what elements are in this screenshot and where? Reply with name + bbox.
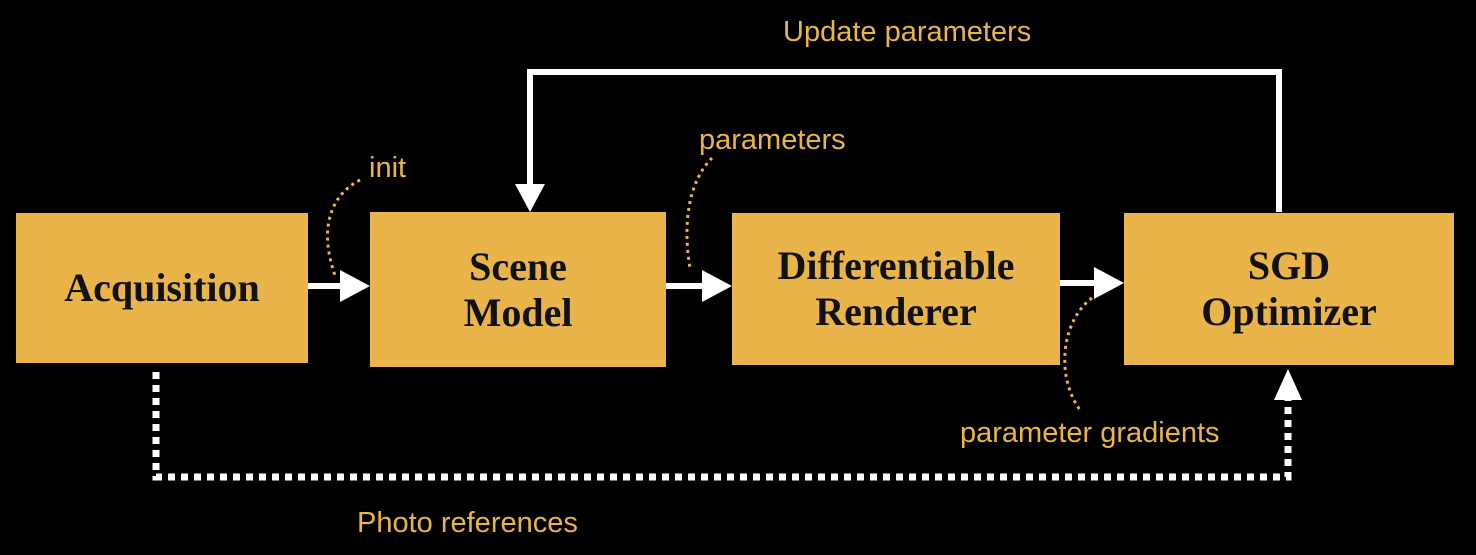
differentiable-renderer-box: Differentiable Renderer [732, 213, 1060, 365]
scene-model-label: Scene Model [463, 243, 573, 335]
arrowhead-optimizer [1094, 267, 1124, 299]
sgd-optimizer-box: SGD Optimizer [1124, 213, 1454, 365]
differentiable-renderer-label: Differentiable Renderer [777, 243, 1015, 334]
parameter-gradients-label: parameter gradients [960, 417, 1220, 449]
arrowhead-scene-model [340, 270, 370, 302]
callout-init [326, 178, 361, 279]
arrowhead-update-parameters [515, 184, 545, 212]
arrowhead-photo-references [1274, 369, 1302, 400]
photo-references-label: Photo references [357, 507, 578, 539]
arrow-update-parameters-loop [527, 69, 1282, 212]
arrowhead-renderer [702, 270, 732, 302]
acquisition-box: Acquisition [16, 213, 308, 363]
parameters-label: parameters [699, 124, 846, 156]
sgd-optimizer-label: SGD Optimizer [1201, 243, 1377, 334]
callout-parameters [685, 156, 714, 269]
arrow-photo-references [152, 372, 1292, 481]
init-label: init [369, 152, 407, 184]
callout-parameter-gradients [1063, 296, 1093, 411]
update-parameters-label: Update parameters [783, 16, 1032, 48]
acquisition-label: Acquisition [64, 265, 260, 310]
scene-model-box: Scene Model [370, 212, 666, 367]
